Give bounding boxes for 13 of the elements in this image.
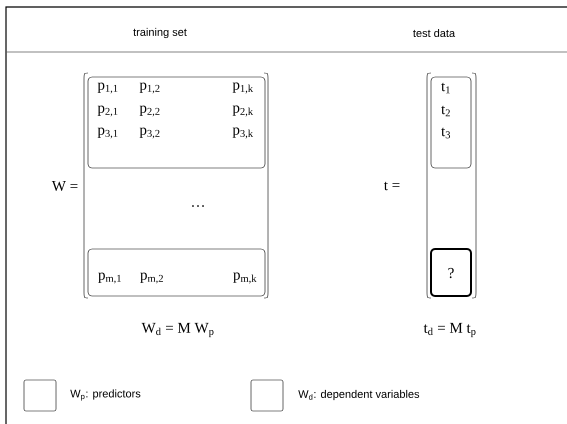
header: training set <box>133 28 187 38</box>
legend-text: W$_{d}$: dependent variables <box>298 390 420 400</box>
matrix-block: p$_{1,1}$ p$_{1,2}$ p$_{1,k}$ p$_{2,1}$ p$_{2,2}$ p$_{2,k}$ p$_{3,1}$ p$_{3,2}$ p$_{3,k}$ <box>88 76 266 168</box>
legend-text: W$_{p}$: predictors <box>70 389 140 401</box>
ellipsis: … <box>192 205 204 207</box>
vector-block: t$_{1}$ t$_{2}$ t$_{3}$ <box>430 76 472 168</box>
unknown-box: ? <box>430 248 472 297</box>
math-label: t = <box>384 182 400 190</box>
header: test data <box>413 28 456 38</box>
matrix-block: p$_{m,1}$ p$_{m,2}$ p$_{m,k}$ <box>88 248 266 296</box>
equation: W$_{d}$ = M W$_{p}$ <box>142 322 214 338</box>
equation: t$_{d}$ = M t$_{p}$ <box>424 322 476 338</box>
math-label: W = <box>52 180 78 192</box>
